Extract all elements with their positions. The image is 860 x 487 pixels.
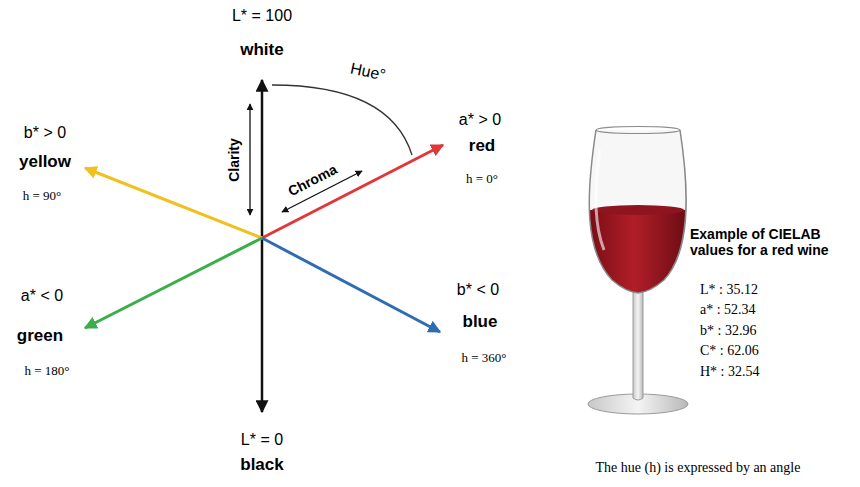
- pole-label: green: [17, 326, 63, 346]
- wine-value: C* : 62.06: [700, 343, 759, 359]
- axis-value: a* < 0: [21, 287, 63, 305]
- pole-label: white: [240, 40, 283, 60]
- chroma-label: Chroma: [285, 161, 339, 199]
- lightness-axis: [261, 80, 264, 412]
- pole-label: yellow: [19, 152, 71, 172]
- wine-glass: [580, 127, 700, 415]
- blue-axis: [262, 238, 440, 332]
- pole-label: black: [240, 455, 283, 475]
- hue-angle: h = 90°: [23, 189, 62, 204]
- axis-value: L* = 0: [241, 431, 283, 449]
- clarity-arrow: [249, 104, 250, 215]
- hue-label: Hue°: [349, 59, 388, 84]
- wine-value: b* : 32.96: [700, 323, 756, 339]
- axis-value: L* = 100: [232, 7, 292, 25]
- pole-label: red: [469, 136, 495, 156]
- green-axis: [85, 238, 262, 328]
- clarity-label: Clarity: [226, 138, 242, 182]
- wine-value: L* : 35.12: [700, 282, 758, 298]
- inset-heading: Example of CIELAB values for a red wine: [690, 226, 850, 258]
- hue-angle: h = 360°: [461, 351, 506, 366]
- axis-value: b* > 0: [24, 124, 66, 142]
- red-axis: [262, 145, 443, 238]
- pole-label: blue: [463, 312, 498, 332]
- hue-angle: h = 180°: [24, 364, 69, 379]
- wine-value: H* : 32.54: [700, 364, 760, 380]
- hue-arc: [272, 85, 412, 155]
- axis-value: a* > 0: [459, 111, 501, 129]
- hue-angle: h = 0°: [466, 172, 498, 187]
- wine-value: a* : 52.34: [700, 302, 756, 318]
- axis-value: b* < 0: [457, 281, 499, 299]
- footnote: The hue (h) is expressed by an angle: [596, 460, 801, 476]
